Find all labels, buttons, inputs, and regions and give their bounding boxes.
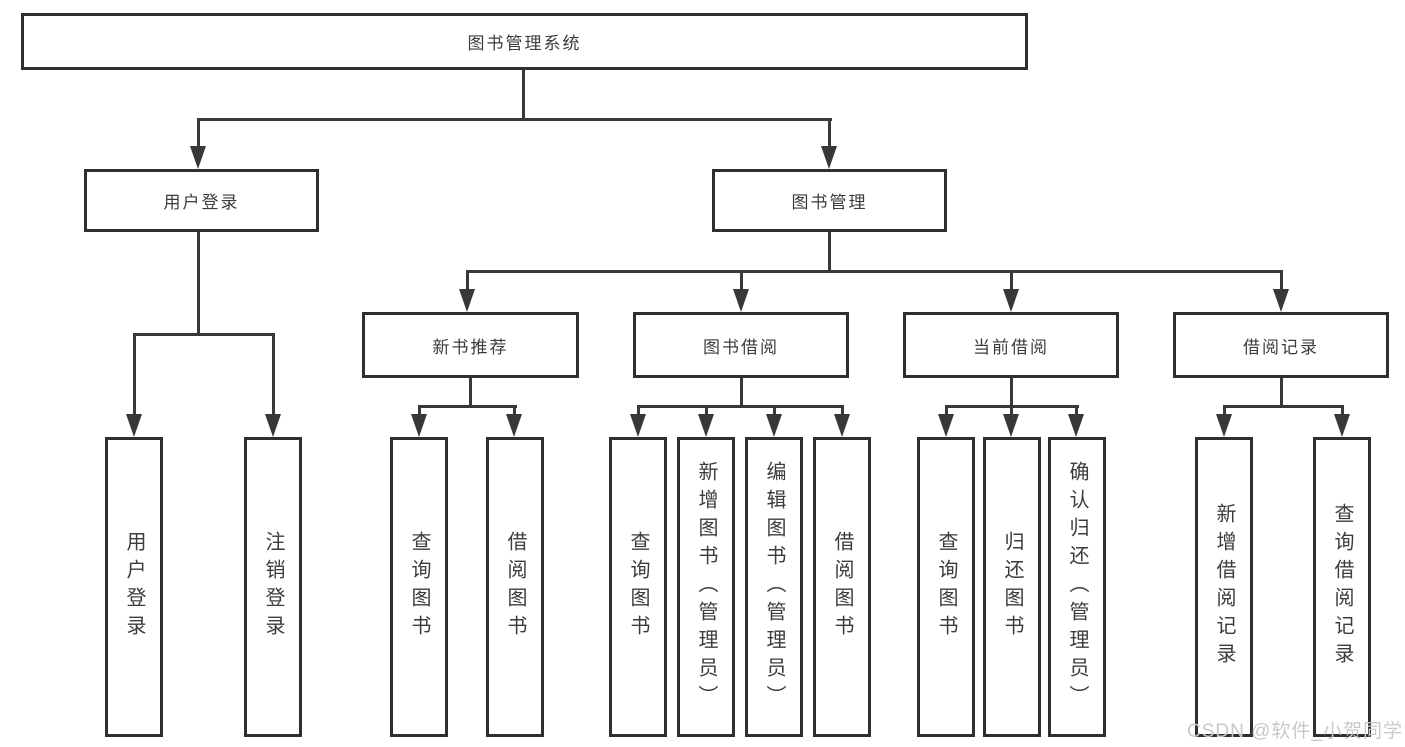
connector-rail — [637, 405, 844, 408]
leaf-label: 新增图书（管理员） — [695, 461, 717, 713]
leaf-label: 归还图书 — [1001, 531, 1023, 643]
leaf-label: 查询图书 — [935, 531, 957, 643]
connector-stem — [1223, 405, 1226, 417]
connector-stem — [828, 232, 831, 272]
connector-stem — [705, 405, 708, 417]
connector-rail — [133, 333, 275, 336]
connector-stem — [773, 405, 776, 417]
connector-stem — [1075, 405, 1078, 417]
node-label: 当前借阅 — [973, 337, 1049, 357]
leaf-logout: 注销登录 — [244, 437, 302, 737]
arrow-down-icon — [821, 146, 837, 169]
node-book-borrow: 图书借阅 — [633, 312, 849, 378]
leaf-return-books: 归还图书 — [983, 437, 1041, 737]
connector-stem — [133, 333, 136, 417]
leaf-label: 借阅图书 — [504, 531, 526, 643]
node-label: 图书管理系统 — [467, 34, 582, 53]
node-label: 借阅记录 — [1243, 337, 1319, 357]
connector-stem — [740, 378, 743, 408]
leaf-borrow-books-recommend: 借阅图书 — [486, 437, 544, 737]
node-user-login: 用户登录 — [84, 169, 319, 232]
leaf-label: 新增借阅记录 — [1213, 503, 1235, 671]
leaf-label: 确认归还（管理员） — [1066, 461, 1088, 713]
arrow-down-icon — [733, 289, 749, 312]
connector-stem — [513, 405, 516, 417]
arrow-down-icon — [698, 414, 714, 437]
connector-stem — [1010, 405, 1013, 417]
connector-stem — [272, 333, 275, 417]
leaf-add-books-admin: 新增图书（管理员） — [677, 437, 735, 737]
connector-stem — [197, 232, 200, 335]
leaf-label: 借阅图书 — [831, 531, 853, 643]
arrow-down-icon — [265, 414, 281, 437]
leaf-query-borrow-record: 查询借阅记录 — [1313, 437, 1371, 737]
connector-stem — [828, 118, 831, 150]
node-label: 用户登录 — [163, 193, 240, 212]
arrow-down-icon — [1273, 289, 1289, 312]
connector-stem — [466, 270, 469, 292]
connector-stem — [197, 118, 200, 150]
arrow-down-icon — [1216, 414, 1232, 437]
connector-stem — [637, 405, 640, 417]
leaf-edit-books-admin: 编辑图书（管理员） — [745, 437, 803, 737]
leaf-query-books-borrow: 查询图书 — [609, 437, 667, 737]
leaf-label: 注销登录 — [262, 531, 284, 643]
leaf-label: 查询图书 — [408, 531, 430, 643]
leaf-borrow-books: 借阅图书 — [813, 437, 871, 737]
connector-rail — [418, 405, 517, 408]
connector-stem — [1010, 270, 1013, 292]
connector-stem — [469, 378, 472, 408]
connector-stem — [841, 405, 844, 417]
leaf-add-borrow-record: 新增借阅记录 — [1195, 437, 1253, 737]
arrow-down-icon — [126, 414, 142, 437]
leaf-query-books-current: 查询图书 — [917, 437, 975, 737]
arrow-down-icon — [1334, 414, 1350, 437]
connector-stem — [945, 405, 948, 417]
arrow-down-icon — [938, 414, 954, 437]
arrow-down-icon — [1003, 289, 1019, 312]
leaf-label: 查询借阅记录 — [1331, 503, 1353, 671]
connector-stem — [1341, 405, 1344, 417]
arrow-down-icon — [411, 414, 427, 437]
node-label: 图书借阅 — [703, 337, 779, 357]
node-book-management: 图书管理 — [712, 169, 947, 232]
connector-stem — [1280, 270, 1283, 292]
leaf-label: 查询图书 — [627, 531, 649, 643]
node-current-borrow: 当前借阅 — [903, 312, 1119, 378]
connector-rail — [466, 270, 1283, 273]
arrow-down-icon — [190, 146, 206, 169]
arrow-down-icon — [630, 414, 646, 437]
leaf-label: 用户登录 — [123, 531, 145, 643]
leaf-query-books-recommend: 查询图书 — [390, 437, 448, 737]
node-library-system: 图书管理系统 — [21, 13, 1028, 70]
arrow-down-icon — [834, 414, 850, 437]
leaf-user-login: 用户登录 — [105, 437, 163, 737]
node-borrow-record: 借阅记录 — [1173, 312, 1389, 378]
connector-stem — [1010, 378, 1013, 408]
connector-root-stem — [522, 70, 525, 119]
watermark-text: CSDN @软件_小贺同学 — [1187, 721, 1403, 742]
arrow-down-icon — [1003, 414, 1019, 437]
connector-stem — [418, 405, 421, 417]
connector-stem — [740, 270, 743, 292]
node-label: 新书推荐 — [432, 337, 509, 357]
arrow-down-icon — [1068, 414, 1084, 437]
arrow-down-icon — [459, 289, 475, 312]
connector-stem — [1280, 378, 1283, 408]
leaf-confirm-return-admin: 确认归还（管理员） — [1048, 437, 1106, 737]
leaf-label: 编辑图书（管理员） — [763, 461, 785, 713]
node-new-book-recommend: 新书推荐 — [362, 312, 579, 378]
connector-root-rail — [197, 118, 832, 121]
arrow-down-icon — [506, 414, 522, 437]
arrow-down-icon — [766, 414, 782, 437]
node-label: 图书管理 — [791, 193, 868, 212]
connector-rail — [1223, 405, 1344, 408]
